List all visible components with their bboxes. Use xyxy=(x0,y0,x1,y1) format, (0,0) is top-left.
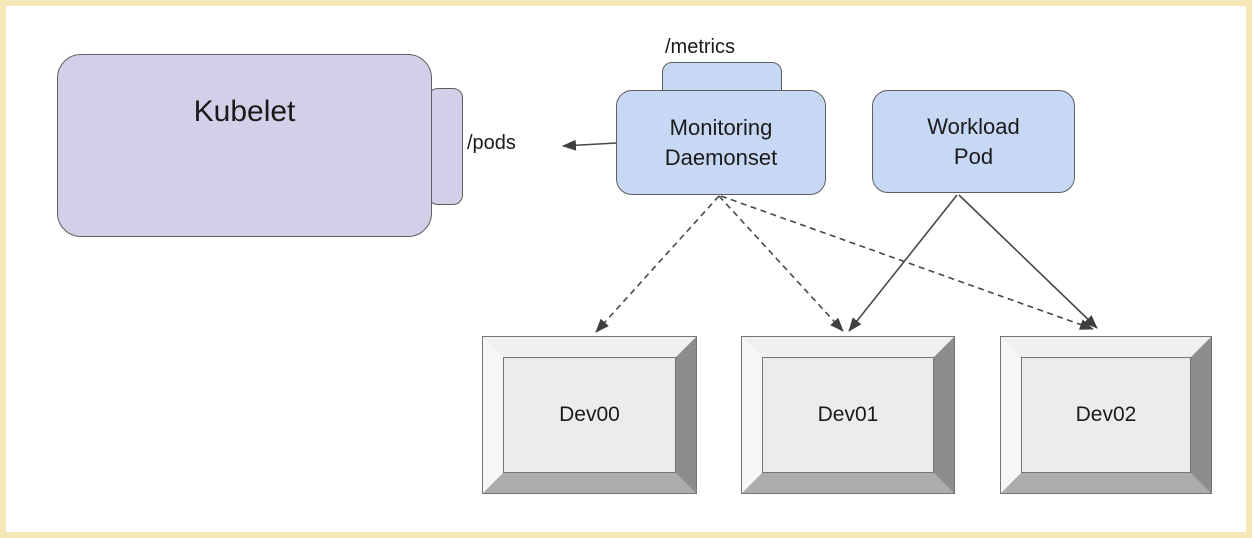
pods-endpoint-label: /pods xyxy=(467,132,516,154)
kubelet-attachment-box xyxy=(428,88,463,205)
edge-workload-to-dev01 xyxy=(848,194,958,332)
workload-pod-node: Workload Pod xyxy=(872,90,1075,193)
metrics-endpoint-label: /metrics xyxy=(665,36,735,58)
device-node-dev00: Dev00 xyxy=(482,336,697,494)
workload-pod-label-line1: Workload xyxy=(927,113,1020,139)
edge-monitoring-to-dev02 xyxy=(720,195,1094,330)
dev01-label: Dev01 xyxy=(817,403,879,426)
monitoring-daemonset-label-line1: Monitoring xyxy=(669,114,773,140)
device-node-dev02: Dev02 xyxy=(1000,336,1212,494)
dev00-label: Dev00 xyxy=(559,403,620,426)
edge-workload-to-dev02 xyxy=(958,194,1098,329)
edge-monitoring-to-dev00 xyxy=(595,195,720,333)
monitoring-daemonset-label-line2: Daemonset xyxy=(664,144,778,170)
kubelet-label: Kubelet xyxy=(193,95,296,128)
edge-monitoring-to-pods xyxy=(562,139,617,151)
device-node-dev01: Dev01 xyxy=(741,336,955,494)
workload-pod-label-line2: Pod xyxy=(953,143,994,169)
monitoring-daemonset-node: Monitoring Daemonset xyxy=(616,90,826,195)
dev02-label: Dev02 xyxy=(1075,403,1137,426)
kubelet-node: Kubelet xyxy=(57,54,432,237)
edge-monitoring-to-dev01 xyxy=(718,195,844,332)
